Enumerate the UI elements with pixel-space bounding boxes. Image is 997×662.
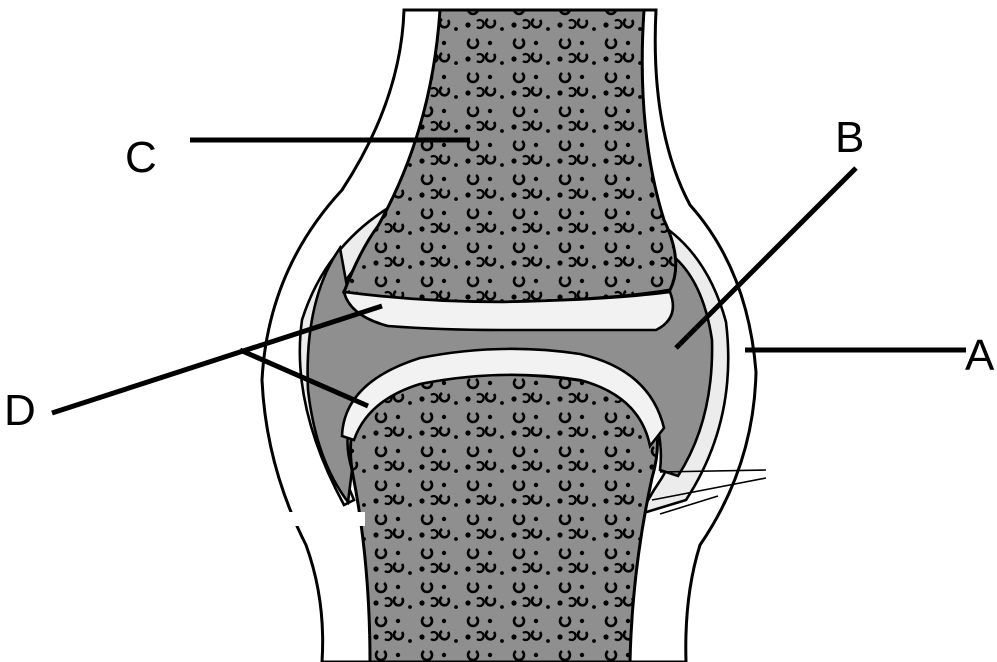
lower-bone <box>351 374 658 662</box>
label-c: C <box>125 133 157 182</box>
label-b: B <box>835 113 864 162</box>
image-gap <box>255 512 365 526</box>
label-a: A <box>965 331 995 380</box>
label-d: D <box>4 386 36 435</box>
